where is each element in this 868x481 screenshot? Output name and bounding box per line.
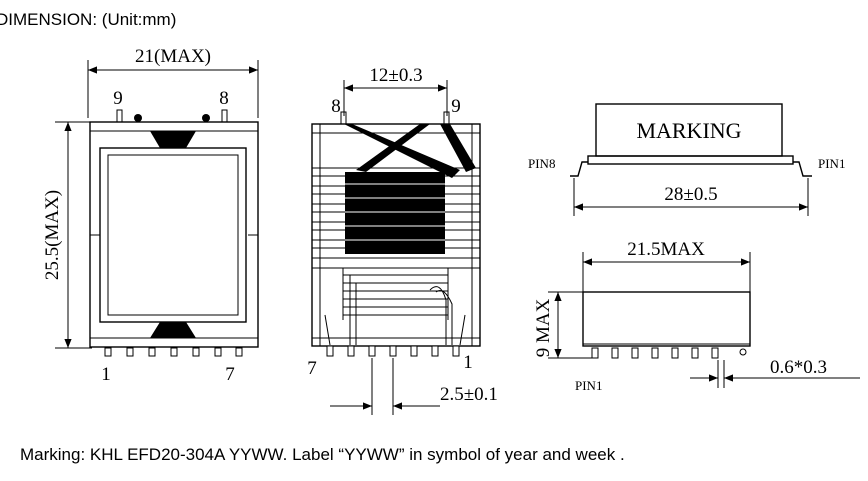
side-pin-9-label: 9 <box>451 96 461 117</box>
front-view: 21(MAX) 25.5(MAX) 9 8 <box>42 46 259 385</box>
side-spacing-dim: 12±0.3 <box>369 65 422 86</box>
marking-label: MARKING <box>636 118 741 143</box>
front-pin-7-label: 7 <box>225 364 235 385</box>
bottom-width-dim: 21.5MAX <box>627 239 705 260</box>
top-pin1-label: PIN1 <box>818 156 845 171</box>
side-view: 12±0.3 8 9 <box>307 65 498 415</box>
top-pin8-label: PIN8 <box>528 156 555 171</box>
top-view: MARKING PIN8 PIN1 28±0.5 <box>528 103 845 216</box>
side-pin-1-label: 1 <box>463 352 473 373</box>
side-pitch-dim: 2.5±0.1 <box>440 384 498 405</box>
dimension-title: DIMENSION: (Unit:mm) <box>0 10 177 29</box>
front-width-dim: 21(MAX) <box>135 46 211 67</box>
side-pin-7-label: 7 <box>307 358 317 379</box>
marking-note: Marking: KHL EFD20-304A YYWW. Label “YYW… <box>20 445 625 464</box>
bottom-height-dim: 9 MAX <box>533 298 554 357</box>
side-pin-8-label: 8 <box>331 96 341 117</box>
bottom-view: 21.5MAX PIN1 9 MAX 0.6*0.3 <box>533 239 860 393</box>
front-pin-8-label: 8 <box>219 88 229 109</box>
bottom-pin1-label: PIN1 <box>575 378 602 393</box>
top-length-dim: 28±0.5 <box>664 184 717 205</box>
bottom-pin-dim: 0.6*0.3 <box>770 357 827 378</box>
front-height-dim: 25.5(MAX) <box>42 190 63 280</box>
front-pin-9-label: 9 <box>113 88 123 109</box>
front-pin-1-label: 1 <box>101 364 111 385</box>
